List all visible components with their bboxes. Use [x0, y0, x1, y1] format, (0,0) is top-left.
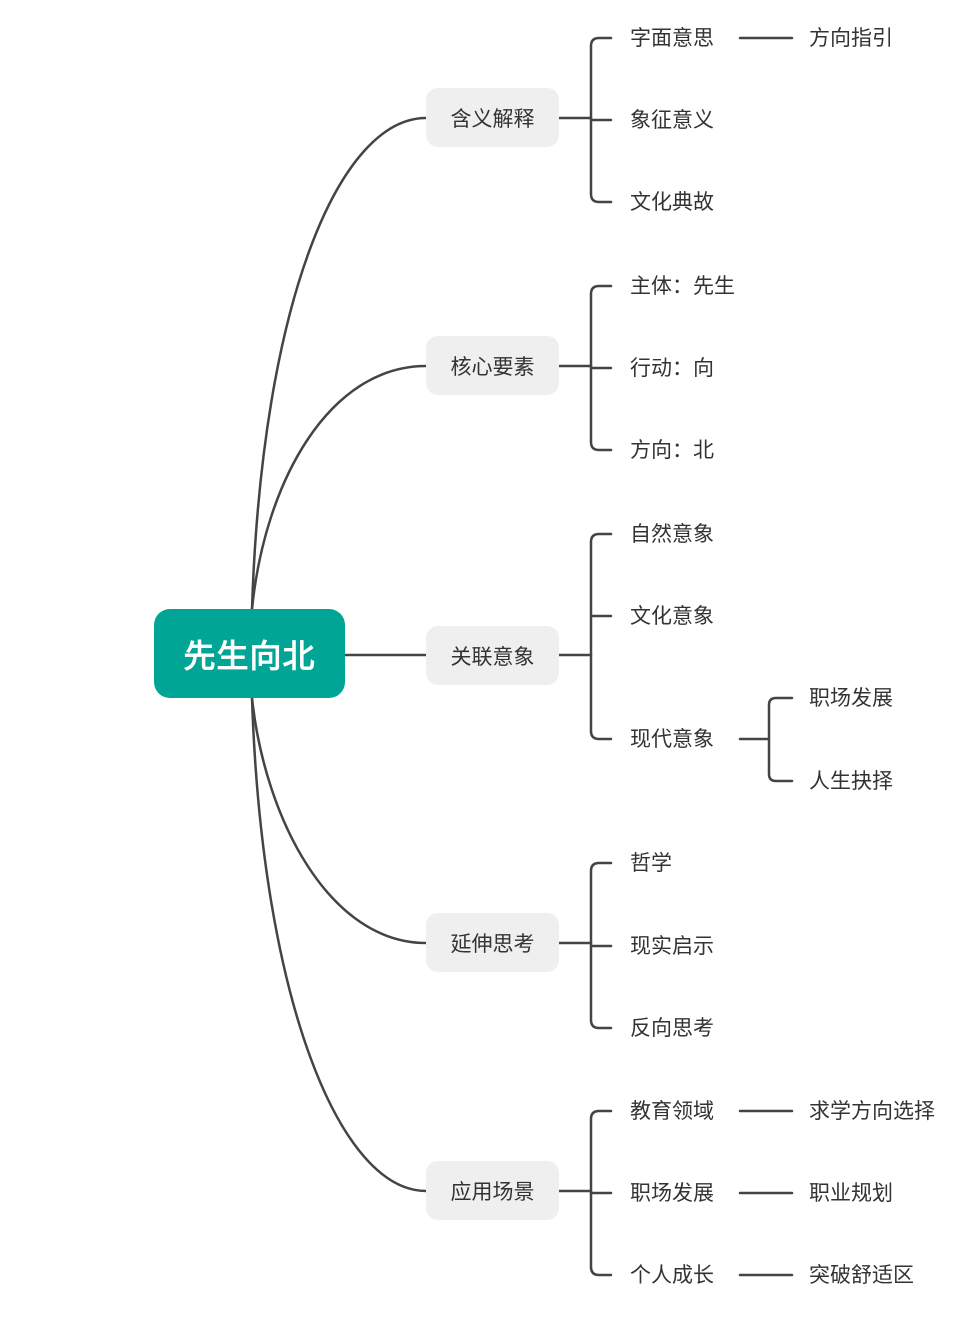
leaf-node[interactable]: 自然意象 — [630, 522, 714, 546]
leaf-node[interactable]: 职场发展 — [809, 686, 893, 710]
leaf-node[interactable]: 文化意象 — [630, 604, 714, 628]
leaf-node[interactable]: 字面意思 — [630, 26, 714, 50]
leaf-node[interactable]: 职业规划 — [809, 1181, 893, 1205]
leaf-node[interactable]: 主体：先生 — [630, 274, 735, 298]
leaf-node[interactable]: 教育领域 — [630, 1099, 714, 1123]
leaf-node[interactable]: 突破舒适区 — [809, 1263, 914, 1287]
branch-node-applications[interactable]: 应用场景 — [426, 1161, 559, 1220]
leaf-node[interactable]: 象征意义 — [630, 108, 714, 132]
leaf-node[interactable]: 个人成长 — [630, 1263, 714, 1287]
branch-node-core-elements[interactable]: 核心要素 — [426, 336, 559, 395]
root-node[interactable]: 先生向北 — [154, 609, 345, 698]
branch-node-extended-thinking[interactable]: 延伸思考 — [426, 913, 559, 972]
leaf-node[interactable]: 反向思考 — [630, 1016, 714, 1040]
leaf-node[interactable]: 职场发展 — [630, 1181, 714, 1205]
branch-node-related-imagery[interactable]: 关联意象 — [426, 626, 559, 685]
root-link — [250, 696, 428, 1193]
root-link — [250, 696, 428, 945]
leaf-node[interactable]: 行动：向 — [630, 356, 714, 380]
leaf-node[interactable]: 求学方向选择 — [809, 1099, 935, 1123]
leaf-node[interactable]: 方向指引 — [809, 26, 893, 50]
leaf-node[interactable]: 人生抉择 — [809, 769, 893, 793]
sub-link — [767, 696, 794, 783]
root-link — [250, 364, 428, 611]
leaf-node[interactable]: 现代意象 — [630, 727, 714, 751]
root-link — [250, 116, 428, 611]
leaf-node[interactable]: 哲学 — [630, 851, 672, 875]
branch-node-meaning[interactable]: 含义解释 — [426, 88, 559, 147]
leaf-node[interactable]: 现实启示 — [630, 934, 714, 958]
bracket-link — [589, 532, 613, 741]
leaf-node[interactable]: 方向：北 — [630, 438, 714, 462]
leaf-node[interactable]: 文化典故 — [630, 190, 714, 214]
